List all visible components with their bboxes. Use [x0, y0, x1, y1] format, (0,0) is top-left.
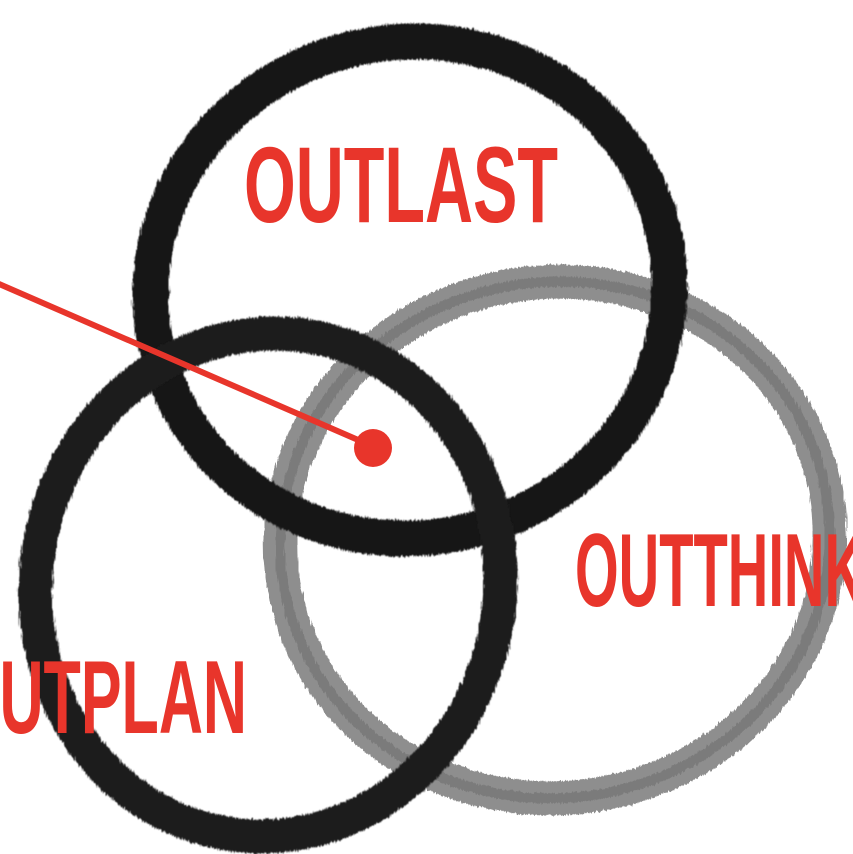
- label-outlast: OUTLAST: [244, 124, 558, 245]
- pointer-dot-icon: [354, 429, 392, 467]
- label-outthink: OUTTHINK: [575, 513, 853, 629]
- label-outplan: OUTPLAN: [0, 640, 247, 756]
